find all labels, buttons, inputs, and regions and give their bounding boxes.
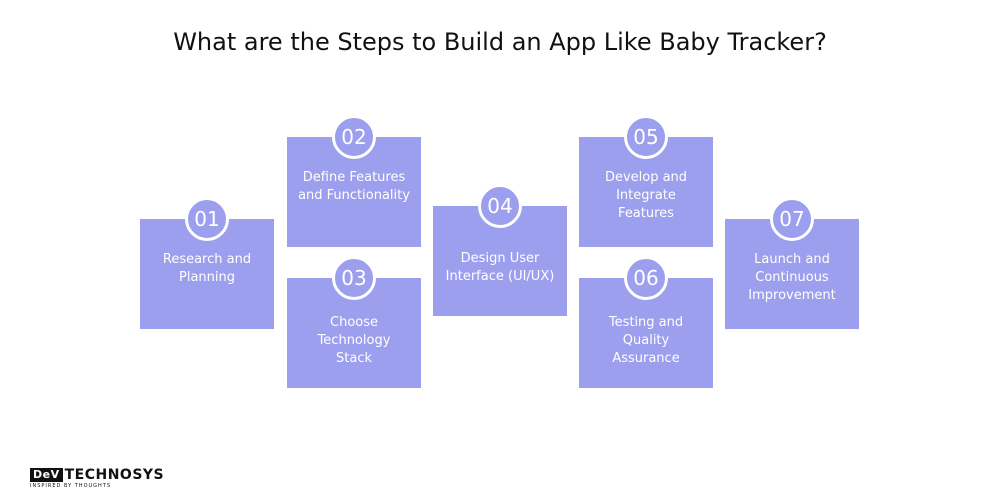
page-title: What are the Steps to Build an App Like … bbox=[173, 28, 827, 56]
step-number-badge: 01 bbox=[185, 197, 229, 241]
step-number-badge: 04 bbox=[478, 184, 522, 228]
step-number-badge: 03 bbox=[332, 256, 376, 300]
step-label: Research and Planning bbox=[162, 252, 252, 285]
step-05: 05 Develop and Integrate Features bbox=[579, 115, 713, 247]
step-03: 03 Choose Technology Stack bbox=[287, 256, 421, 388]
step-label: Testing and Quality Assurance bbox=[608, 315, 684, 366]
logo-wordmark: TECHNOSYS bbox=[64, 466, 165, 483]
step-number-badge: 07 bbox=[770, 197, 814, 241]
step-01: 01 Research and Planning bbox=[140, 197, 274, 329]
step-label: Develop and Integrate Features bbox=[604, 170, 688, 221]
brand-logo: DeV TECHNOSYS INSPIRED BY THOUGHTS bbox=[30, 467, 164, 489]
step-label: Launch and Continuous Improvement bbox=[748, 252, 836, 303]
step-07: 07 Launch and Continuous Improvement bbox=[725, 197, 859, 329]
step-number-badge: 06 bbox=[624, 256, 668, 300]
step-label: Choose Technology Stack bbox=[317, 315, 391, 366]
logo-tagline: INSPIRED BY THOUGHTS bbox=[30, 483, 112, 489]
logo-dev-mark: DeV bbox=[30, 467, 63, 482]
step-label: Define Features and Functionality bbox=[298, 170, 410, 203]
step-02: 02 Define Features and Functionality bbox=[287, 115, 421, 247]
step-label: Design User Interface (UI/UX) bbox=[445, 251, 555, 284]
step-number-badge: 02 bbox=[332, 115, 376, 159]
step-06: 06 Testing and Quality Assurance bbox=[579, 256, 713, 388]
step-number-badge: 05 bbox=[624, 115, 668, 159]
step-04: 04 Design User Interface (UI/UX) bbox=[433, 184, 567, 316]
